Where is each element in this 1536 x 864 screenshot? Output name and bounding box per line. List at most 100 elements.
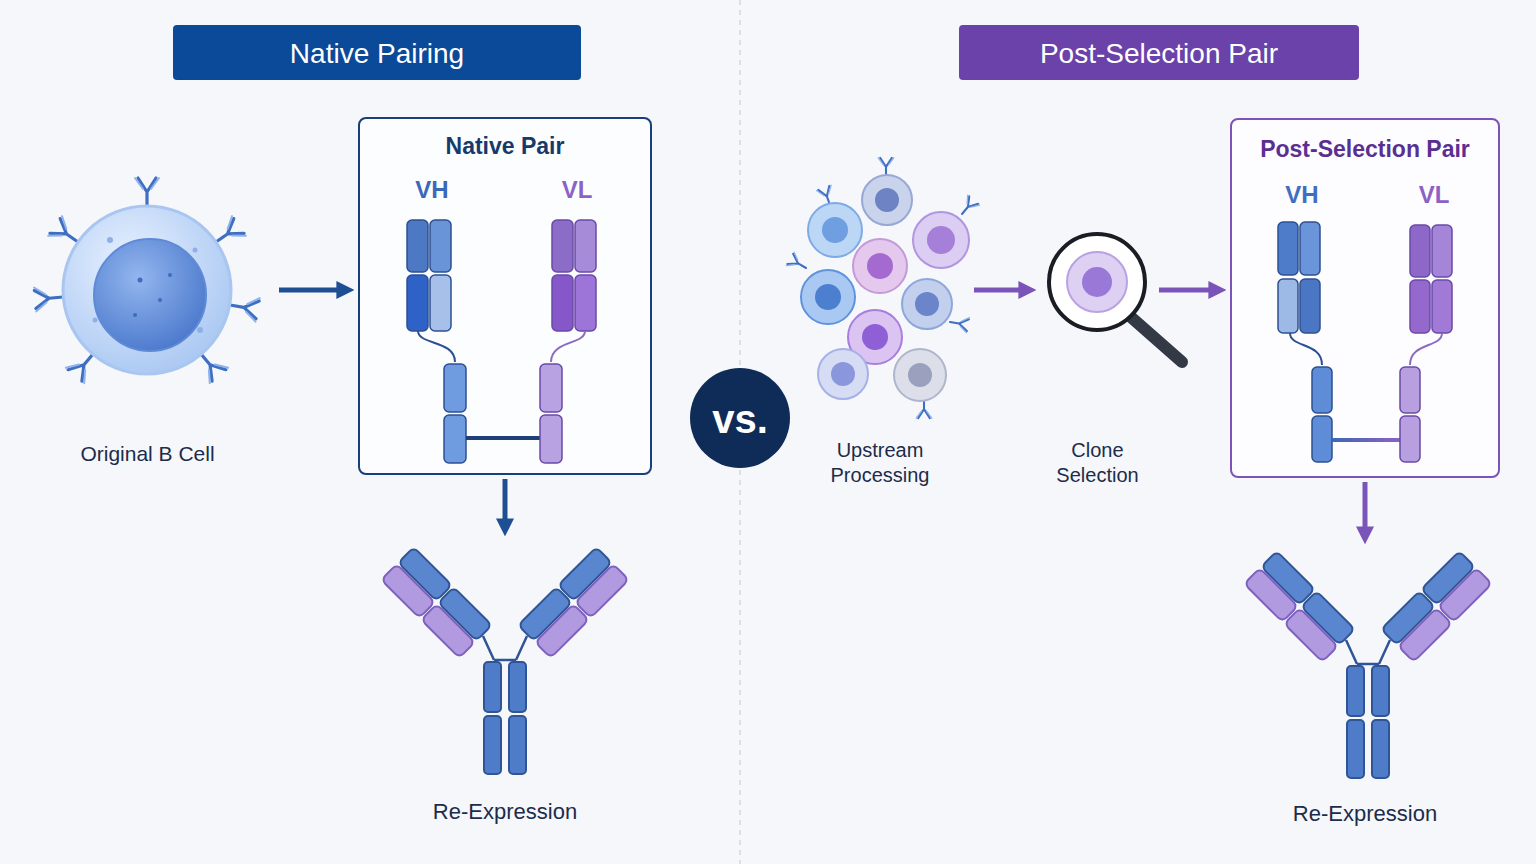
post-selection-chains — [1332, 438, 1400, 442]
native-pair-chains — [430, 220, 451, 272]
cell-cluster — [867, 253, 893, 279]
flow-arrow — [1159, 288, 1212, 293]
vs-circle: vs. — [690, 368, 790, 468]
flow-arrow — [1363, 482, 1368, 530]
chain-label: VH — [1272, 180, 1332, 210]
cell-cluster — [862, 175, 912, 225]
b-cell-illustration — [193, 248, 198, 253]
node-label: Original B Cell — [20, 441, 275, 467]
cell-cluster — [956, 195, 980, 219]
native-pair-chains — [360, 119, 650, 473]
header-band: Post-Selection Pair — [959, 25, 1359, 80]
cell-cluster — [913, 212, 969, 268]
cell-cluster — [875, 188, 899, 212]
node-label: Re-Expression — [380, 798, 630, 826]
magnifier-illustration — [1082, 267, 1112, 297]
cell-cluster — [818, 349, 868, 399]
native-pair-chains — [540, 364, 562, 412]
box-title: Post-Selection Pair — [1232, 135, 1498, 164]
b-cell-illustration — [138, 278, 143, 283]
post-selection-chains — [1312, 367, 1332, 413]
b-cell-illustration — [34, 178, 260, 383]
box-title: Native Pair — [360, 132, 650, 161]
cell-cluster — [927, 226, 955, 254]
post-selection-chains — [1410, 225, 1430, 277]
magnifier-illustration — [1049, 234, 1145, 330]
b-cell-illustration — [34, 285, 64, 311]
pair-box: Native PairVHVL — [358, 117, 652, 475]
native-pair-chains — [407, 220, 466, 463]
vs-text: vs. — [690, 394, 790, 444]
post-selection-chains — [1400, 225, 1452, 462]
cell-cluster — [822, 217, 848, 243]
native-pair-chains — [360, 119, 650, 473]
cell-cluster — [786, 158, 979, 418]
b-cell-illustration — [168, 273, 172, 277]
cell-cluster — [786, 252, 810, 275]
cell-cluster — [853, 239, 907, 293]
cell-cluster-node: Upstream Processing — [790, 150, 970, 490]
native-pair-chains — [430, 275, 451, 331]
flow-arrow — [503, 479, 508, 522]
b-cell-illustration — [63, 206, 231, 374]
native-pair-chains — [466, 436, 540, 440]
native-pair-chains — [540, 415, 562, 463]
post-selection-chains — [1300, 279, 1320, 333]
post-selection-chains — [1410, 280, 1430, 333]
cell-cluster — [831, 362, 855, 386]
b-cell-illustration — [107, 237, 113, 243]
native-pair-chains — [418, 331, 455, 362]
cell-cluster — [908, 363, 932, 387]
native-pair-chains — [575, 220, 596, 272]
post-selection-chains — [1278, 222, 1332, 462]
post-selection-chains — [1300, 222, 1320, 275]
post-selection-chains — [1290, 333, 1322, 365]
antibody-node: Re-Expression — [1240, 548, 1490, 830]
b-cell-illustration — [94, 239, 206, 351]
cell-cluster — [808, 203, 862, 257]
b-cell-illustration — [197, 327, 203, 333]
antibody-node: Re-Expression — [380, 540, 630, 830]
post-selection-chains — [1278, 279, 1298, 333]
header-text: Post-Selection Pair — [959, 36, 1359, 71]
flow-arrow — [279, 288, 340, 293]
node-label: Upstream Processing — [815, 438, 945, 488]
cell-cluster — [949, 314, 970, 333]
post-selection-chains — [1400, 416, 1420, 462]
antibody-illustration — [1244, 551, 1492, 778]
post-selection-chains — [1410, 333, 1442, 365]
post-selection-chains — [1232, 120, 1498, 476]
post-selection-chains — [1312, 416, 1332, 462]
cell-cluster — [916, 400, 932, 418]
native-pair-chains — [552, 220, 573, 272]
cell-cluster — [902, 279, 952, 329]
flow-arrow — [974, 288, 1022, 293]
native-pair-chains — [575, 275, 596, 331]
cell-cluster — [878, 158, 894, 176]
cell-cluster — [915, 292, 939, 316]
b-cell-illustration — [133, 313, 137, 317]
magnifier-illustration — [1132, 318, 1182, 362]
native-pair-chains — [444, 364, 466, 412]
post-selection-chains — [1432, 225, 1452, 277]
b-cell-node: Original B Cell — [20, 175, 275, 470]
cell-cluster — [801, 175, 969, 401]
header-text: Native Pairing — [173, 36, 581, 71]
cell-cluster — [894, 349, 946, 401]
cell-cluster — [815, 284, 841, 310]
cell-cluster — [862, 324, 888, 350]
pair-box: Post-Selection PairVH VL — [1230, 118, 1500, 478]
post-selection-chains — [1400, 367, 1420, 413]
circle-fill — [690, 368, 790, 468]
chain-label: VH — [402, 175, 462, 205]
native-pair-chains — [551, 331, 585, 362]
post-selection-chains — [1432, 280, 1452, 333]
chain-label: VL — [1404, 180, 1464, 210]
native-pair-chains — [444, 415, 466, 463]
cell-cluster — [801, 270, 855, 324]
node-label: Clone Selection — [1042, 438, 1153, 488]
antibody-illustration — [381, 547, 629, 774]
